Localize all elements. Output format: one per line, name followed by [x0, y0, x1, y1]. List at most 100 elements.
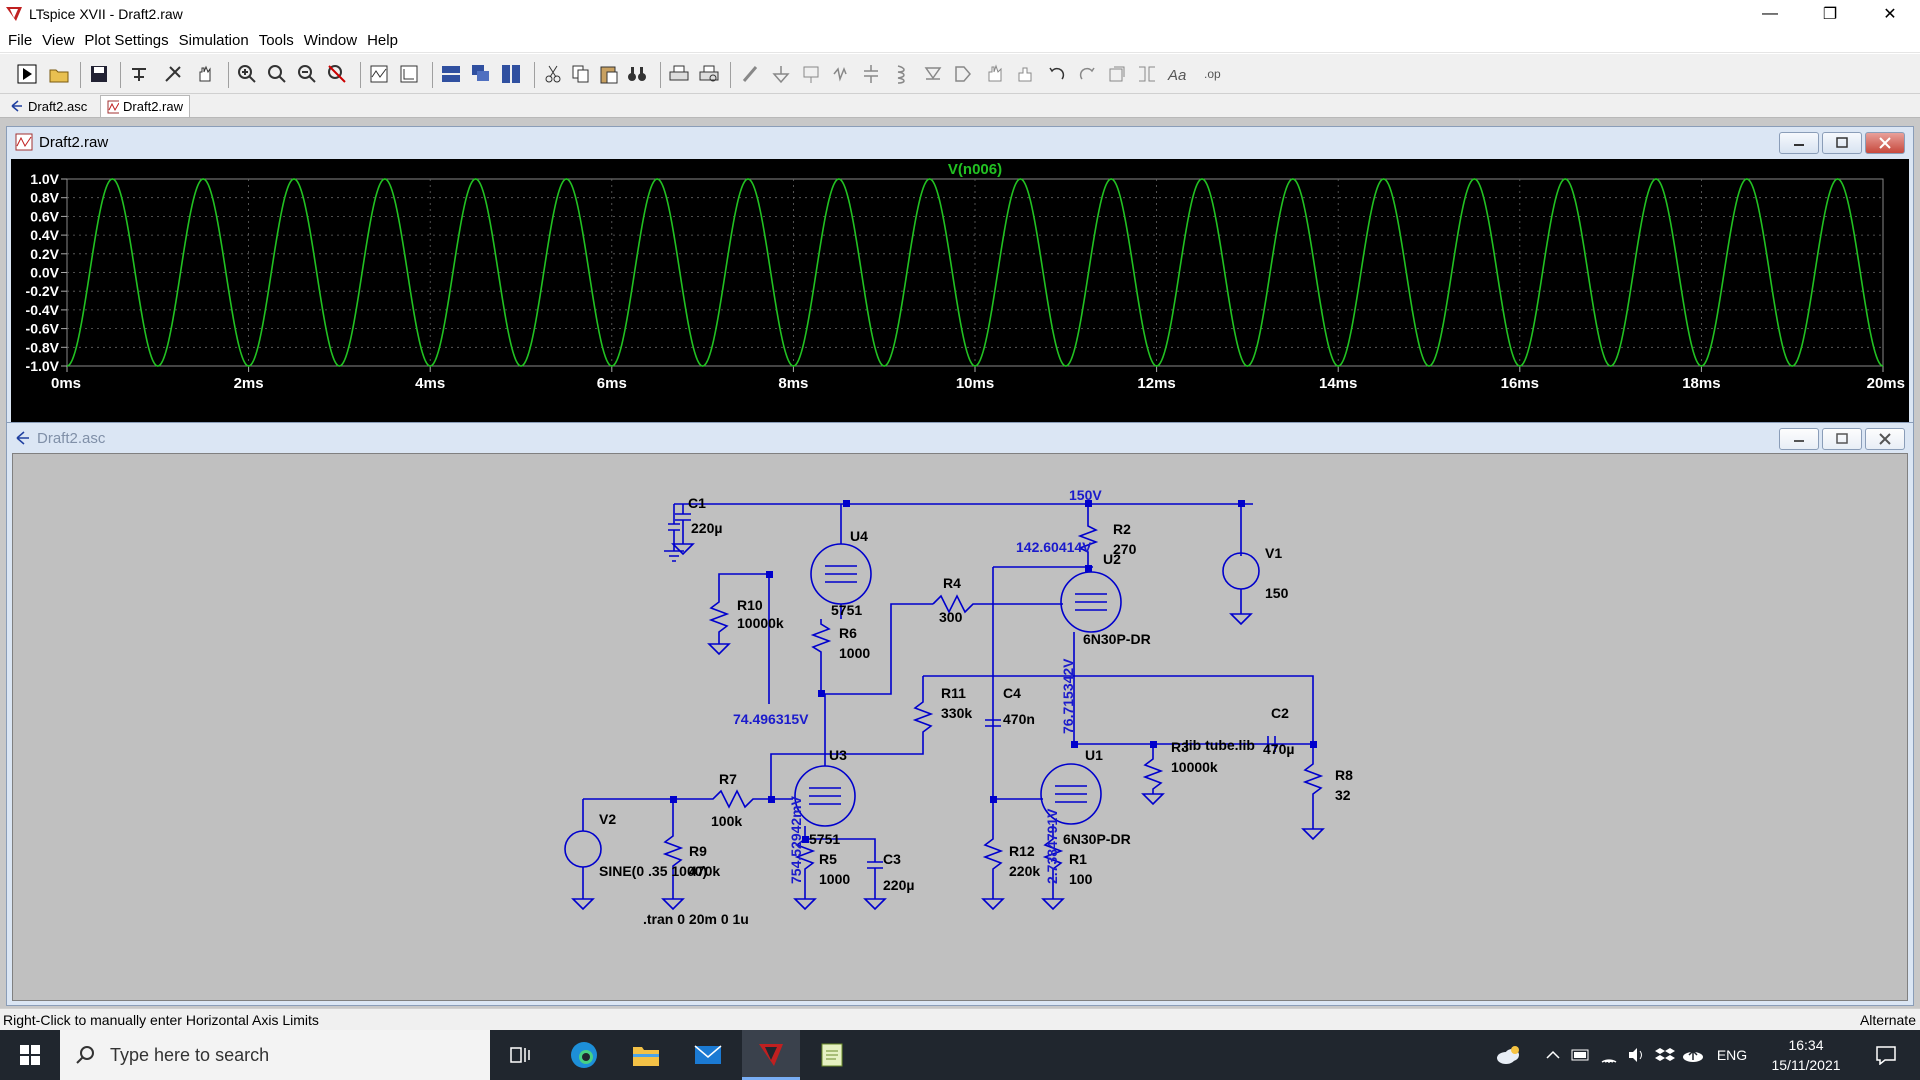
volume-tray-icon[interactable]	[1624, 1030, 1650, 1080]
close-button[interactable]: ✕	[1883, 6, 1897, 23]
save-icon[interactable]	[86, 61, 112, 87]
ltspice-taskbar-button[interactable]	[742, 1030, 800, 1080]
tab-draft2-raw[interactable]: Draft2.raw	[100, 95, 190, 117]
zoom-out-icon[interactable]	[294, 61, 320, 87]
window-maximize-button[interactable]	[1822, 132, 1862, 154]
menu-window[interactable]: Window	[303, 31, 358, 49]
taskbar-search-box[interactable]: Type here to search	[60, 1030, 490, 1080]
find-icon[interactable]	[624, 61, 650, 87]
show-hidden-icons-button[interactable]	[1540, 1030, 1566, 1080]
zoom-area-icon[interactable]	[264, 61, 290, 87]
cascade-icon[interactable]	[468, 61, 494, 87]
halt-icon[interactable]	[160, 61, 186, 87]
window-close-button[interactable]	[1865, 428, 1905, 450]
x-tick-label: 18ms	[1682, 375, 1720, 392]
label-u4: U4	[850, 528, 868, 544]
mail-button[interactable]	[680, 1030, 736, 1080]
onedrive-tray-icon[interactable]	[1680, 1030, 1706, 1080]
waveform-plot: 1.0V0.8V0.6V0.4V0.2V0.0V-0.2V-0.4V-0.6V-…	[26, 161, 1905, 392]
drag-hand-icon[interactable]	[1012, 61, 1038, 87]
battery-tray-icon[interactable]	[1568, 1030, 1594, 1080]
menu-simulation[interactable]: Simulation	[178, 31, 249, 49]
notifications-button[interactable]	[1862, 1030, 1910, 1080]
menu-view[interactable]: View	[42, 31, 75, 49]
label-net-icon[interactable]	[798, 61, 824, 87]
rotate-icon[interactable]	[1104, 61, 1130, 87]
autorange-icon[interactable]	[366, 61, 392, 87]
diode-icon[interactable]	[920, 61, 946, 87]
print-icon[interactable]	[666, 61, 692, 87]
menu-tools[interactable]: Tools	[258, 31, 294, 49]
capacitor-icon[interactable]	[858, 61, 884, 87]
resistor-icon[interactable]	[828, 61, 854, 87]
input-language[interactable]: ENG	[1716, 1047, 1748, 1063]
control-panel-icon[interactable]	[126, 61, 152, 87]
text-icon[interactable]: Aa	[1164, 61, 1190, 87]
clock[interactable]: 16:34 15/11/2021	[1756, 1030, 1856, 1080]
tile-horizontal-icon[interactable]	[438, 61, 464, 87]
weather-tray-icon[interactable]	[1490, 1030, 1526, 1080]
pan-hand-icon[interactable]	[192, 61, 218, 87]
ltspice-app-icon	[759, 1043, 783, 1066]
menu-plot-settings[interactable]: Plot Settings	[84, 31, 169, 49]
schematic-canvas[interactable]: C1 220µ U4 5751 R10 10000k R6 1000 R4 30…	[12, 453, 1908, 1001]
search-placeholder: Type here to search	[110, 1044, 270, 1065]
trace-label[interactable]: V(n006)	[948, 161, 1002, 178]
y-tick-label: -1.0V	[26, 358, 60, 374]
label-tran-directive[interactable]: .tran 0 20m 0 1u	[643, 911, 749, 927]
menu-file[interactable]: File	[8, 31, 33, 49]
dropbox-tray-icon[interactable]	[1652, 1030, 1678, 1080]
file-explorer-button[interactable]	[618, 1030, 674, 1080]
restore-button[interactable]: ❐	[1822, 6, 1838, 23]
label-c1-value: 220µ	[691, 520, 722, 536]
notepad-taskbar-button[interactable]	[804, 1030, 860, 1080]
start-button[interactable]	[2, 1030, 58, 1080]
minimize-button[interactable]: —	[1762, 5, 1778, 22]
undo-icon[interactable]	[1044, 61, 1070, 87]
toolbar: Aa .op	[0, 54, 1920, 94]
move-hand-icon[interactable]	[982, 61, 1008, 87]
wifi-tray-icon[interactable]	[1596, 1030, 1622, 1080]
waveform-window-caption: Draft2.raw	[7, 127, 1913, 157]
x-tick-label: 14ms	[1319, 375, 1357, 392]
window-minimize-button[interactable]	[1779, 428, 1819, 450]
label-r9-value: 470k	[689, 863, 720, 879]
spice-directive-icon[interactable]: .op	[1200, 61, 1226, 87]
label-r2-value: 270	[1113, 541, 1137, 557]
task-view-button[interactable]	[492, 1030, 548, 1080]
x-tick-label: 16ms	[1501, 375, 1539, 392]
label-c2: C2	[1271, 705, 1289, 721]
label-r4: R4	[943, 575, 961, 591]
node-voltage-76v: 76.715342V	[1060, 658, 1076, 734]
redo-icon[interactable]	[1074, 61, 1100, 87]
tab-draft2-asc[interactable]: Draft2.asc	[4, 95, 98, 117]
draw-wire-icon[interactable]	[738, 61, 764, 87]
label-r1: R1	[1069, 851, 1087, 867]
cut-icon[interactable]	[540, 61, 566, 87]
zoom-in-icon[interactable]	[234, 61, 260, 87]
edge-browser-button[interactable]	[556, 1030, 612, 1080]
copy-icon[interactable]	[568, 61, 594, 87]
label-lib-directive[interactable]: .lib tube.lib	[1181, 737, 1255, 753]
run-icon[interactable]	[14, 61, 40, 87]
tile-vertical-icon[interactable]	[498, 61, 524, 87]
label-u3: U3	[829, 747, 847, 763]
component-icon[interactable]	[950, 61, 976, 87]
edge-icon	[571, 1042, 597, 1068]
label-r5-value: 1000	[819, 871, 850, 887]
zoom-fit-icon[interactable]	[324, 61, 350, 87]
inductor-icon[interactable]	[888, 61, 914, 87]
mirror-icon[interactable]	[1134, 61, 1160, 87]
label-r5: R5	[819, 851, 837, 867]
open-folder-icon[interactable]	[46, 61, 72, 87]
paste-icon[interactable]	[596, 61, 622, 87]
ground-icon[interactable]	[768, 61, 794, 87]
window-close-button[interactable]	[1865, 132, 1905, 154]
menu-help[interactable]: Help	[367, 31, 398, 49]
window-maximize-button[interactable]	[1822, 428, 1862, 450]
manual-limits-icon[interactable]	[396, 61, 422, 87]
window-minimize-button[interactable]	[1779, 132, 1819, 154]
print-preview-icon[interactable]	[696, 61, 722, 87]
label-v2: V2	[599, 811, 616, 827]
